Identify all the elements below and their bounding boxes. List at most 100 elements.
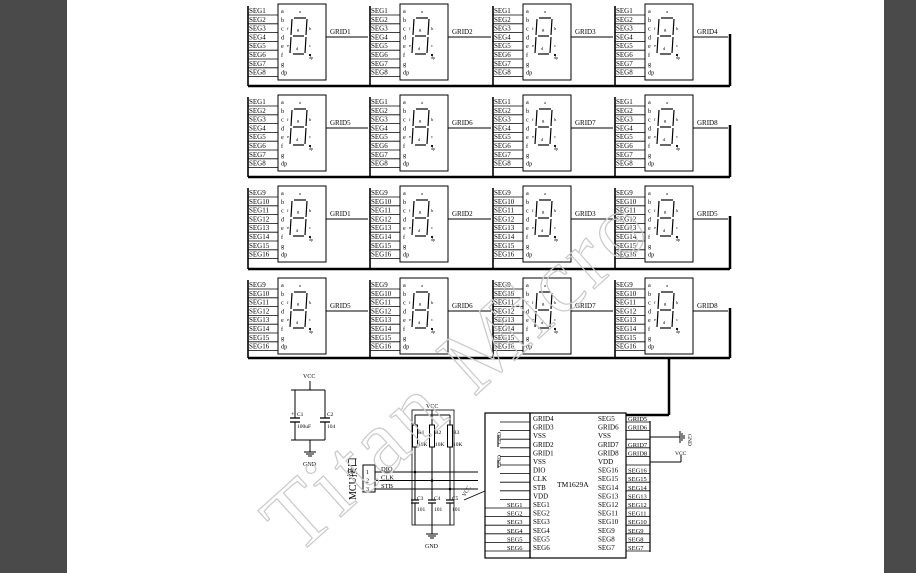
glyph-label-a: a [544, 283, 546, 288]
seg-pin-label: SEG3 [494, 116, 511, 124]
segment-letter: dp [403, 344, 409, 351]
glyph-label-f: f [654, 26, 656, 31]
glyph-label-g: g [419, 118, 422, 123]
seg-pin-label: SEG13 [616, 316, 637, 324]
glyph-label-g: g [664, 301, 667, 306]
glyph-label-g: g [664, 27, 667, 32]
glyph-label-b: b [309, 26, 312, 31]
segment-dp [675, 327, 679, 331]
segment-letter: c [403, 208, 406, 215]
seg-pin-label: SEG13 [249, 224, 270, 232]
seg-pin-label: SEG10 [249, 290, 270, 298]
pullup-vcc-label: VCC [426, 404, 438, 410]
chip-left-pin: SEG2 [533, 510, 550, 518]
signal-label: CLK [381, 475, 394, 482]
segment-letter: g [403, 152, 406, 159]
left-net-label: SEG3 [507, 519, 523, 526]
cap-value: 101 [434, 507, 443, 513]
resistor-name: R3 [453, 430, 460, 436]
glyph-label-dp: dp [309, 146, 313, 151]
glyph-label-a: a [666, 100, 668, 105]
c1-label: C1 [297, 412, 304, 418]
seg-pin-label: SEG16 [494, 251, 515, 259]
seg-pin-label: SEG3 [616, 25, 633, 33]
chip-left-pin: VDD [533, 492, 548, 500]
chip-right-pin: VSS [598, 432, 611, 440]
segment-letter: dp [526, 161, 532, 168]
glyph-label-d: d [296, 137, 299, 142]
chip-right-pin: SEG8 [598, 535, 615, 543]
segment-letter: c [526, 26, 529, 33]
chip-right-pin: SEG12 [598, 501, 619, 509]
seg-pin-label: SEG1 [371, 98, 388, 106]
chip-left-pin: GRID1 [533, 449, 554, 457]
grid-label: GRID1 [330, 28, 351, 36]
segment-letter: d [403, 216, 407, 223]
glyph-label-a: a [299, 9, 301, 14]
glyph-label-e: e [409, 134, 411, 139]
grid-label: GRID4 [697, 28, 718, 36]
seg-pin-label: SEG12 [494, 215, 515, 223]
segment-letter: c [403, 300, 406, 307]
seg-pin-label: SEG11 [494, 299, 514, 307]
segment-f [290, 292, 293, 310]
chip-right-pin: VDD [598, 458, 613, 466]
seg-pin-label: SEG4 [249, 33, 266, 41]
segment-letter: a [526, 99, 529, 106]
grid-label: GRID1 [330, 210, 351, 218]
seg-pin-label: SEG13 [616, 224, 637, 232]
segment-letter: a [648, 99, 651, 106]
seg-pin-label: SEG16 [371, 251, 392, 259]
seg-pin-label: SEG6 [616, 51, 633, 59]
segment-b [427, 18, 430, 36]
display-body [399, 3, 449, 81]
segment-letter: d [526, 125, 530, 132]
seg-pin-label: SEG8 [249, 160, 266, 168]
segment-dp [675, 144, 679, 148]
segment-letter: c [648, 208, 651, 215]
seg-pin-label: SEG15 [249, 242, 270, 250]
glyph-label-f: f [654, 300, 656, 305]
left-pin-frame [484, 412, 531, 559]
glyph-label-dp: dp [676, 237, 680, 242]
seg-pin-label: SEG1 [616, 98, 633, 106]
glyph-label-dp: dp [554, 237, 558, 242]
glyph-label-a: a [666, 283, 668, 288]
segment-letter: g [526, 243, 529, 250]
resistor-name: R1 [418, 430, 425, 436]
segment-f [535, 109, 538, 127]
segment-letter: c [281, 117, 284, 124]
seg-pin-label: SEG7 [371, 60, 388, 68]
display-body [522, 185, 572, 263]
seg-pin-label: SEG7 [249, 151, 266, 159]
glyph-label-g: g [419, 209, 422, 214]
seg-pin-label: SEG5 [616, 133, 633, 141]
segment-f [657, 292, 660, 310]
segment-e [534, 218, 537, 236]
glyph-label-d: d [663, 228, 666, 233]
segment-letter: dp [648, 344, 654, 351]
seg-pin-label: SEG7 [494, 60, 511, 68]
segment-letter: a [526, 190, 529, 197]
seg-pin-label: SEG4 [616, 33, 633, 41]
segment-letter: d [403, 125, 407, 132]
seg-pin-label: SEG13 [494, 316, 515, 324]
segment-letter: f [526, 326, 529, 333]
segment-e [411, 127, 414, 145]
seg-pin-label: SEG5 [249, 133, 266, 141]
seg-pin-label: SEG3 [616, 116, 633, 124]
segment-letter: d [403, 308, 407, 315]
glyph-label-b: b [431, 300, 434, 305]
seg-pin-label: SEG16 [249, 343, 270, 351]
segment-dp [308, 53, 312, 57]
glyph-label-c: c [309, 225, 311, 230]
segment-letter: g [526, 61, 529, 68]
display-body [644, 277, 694, 355]
chip-left-pin: GRID4 [533, 415, 554, 423]
glyph-label-a: a [421, 283, 423, 288]
right-net-label: SEG14 [628, 485, 648, 492]
seg-pin-label: SEG11 [371, 207, 391, 215]
